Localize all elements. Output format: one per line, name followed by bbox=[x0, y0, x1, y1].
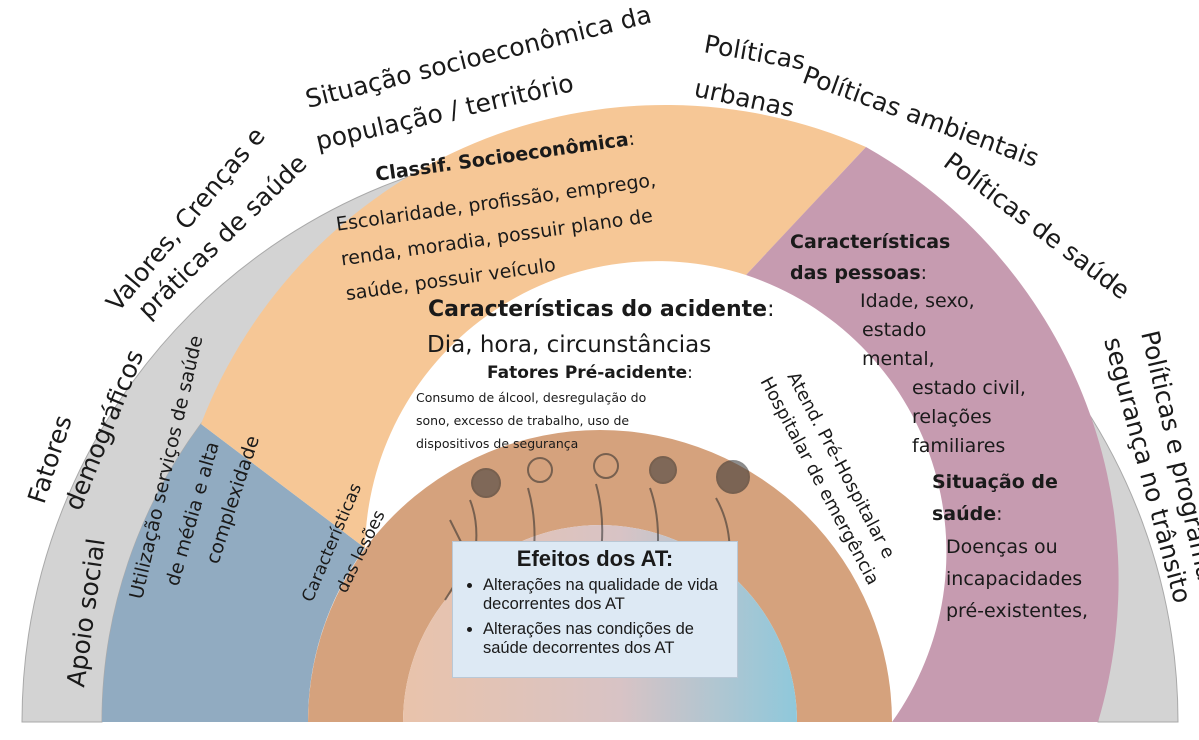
saude-title-1: Situação de bbox=[932, 471, 1058, 493]
pessoas-line-2: estado bbox=[862, 319, 926, 341]
saude-line-2: incapacidades bbox=[946, 568, 1082, 590]
acidente-title: Características do acidente: bbox=[428, 297, 775, 322]
pre-acidente-line-3: dispositivos de segurança bbox=[416, 436, 578, 451]
people-characteristics-band bbox=[746, 147, 1119, 722]
saude-line-3: pré-existentes, bbox=[946, 600, 1088, 622]
efeitos-box: Efeitos dos AT: Alterações na qualidade … bbox=[452, 541, 738, 678]
pessoas-line-3: mental, bbox=[862, 348, 935, 370]
list-item: Alterações nas condições de saúde decorr… bbox=[483, 620, 737, 658]
pre-acidente-title: Fatores Pré-acidente: bbox=[487, 363, 693, 383]
saude-title-2: saúde: bbox=[932, 503, 1003, 525]
pessoas-line-5: relações bbox=[912, 406, 992, 428]
socioeconomic-band bbox=[201, 104, 866, 548]
efeitos-list: Alterações na qualidade de vida decorren… bbox=[453, 576, 737, 658]
pessoas-title-2: das pessoas: bbox=[790, 262, 927, 284]
saude-line-1: Doenças ou bbox=[946, 536, 1058, 558]
acidente-subtitle: Dia, hora, circunstâncias bbox=[427, 332, 711, 358]
label-politicas-urbanas-1: Políticas bbox=[702, 29, 808, 75]
pessoas-line-1: Idade, sexo, bbox=[860, 290, 975, 312]
pessoas-line-4: estado civil, bbox=[912, 377, 1026, 399]
service-use-band bbox=[102, 424, 365, 722]
pessoas-title-1: Características bbox=[790, 231, 950, 253]
list-item: Alterações na qualidade de vida decorren… bbox=[483, 576, 737, 614]
efeitos-title: Efeitos dos AT: bbox=[516, 546, 674, 571]
pre-acidente-line-1: Consumo de álcool, desregulação do bbox=[416, 390, 646, 405]
pessoas-line-6: familiares bbox=[912, 435, 1005, 457]
pre-acidente-line-2: sono, excesso de trabalho, uso de bbox=[416, 413, 629, 428]
accident-ring bbox=[308, 430, 892, 722]
